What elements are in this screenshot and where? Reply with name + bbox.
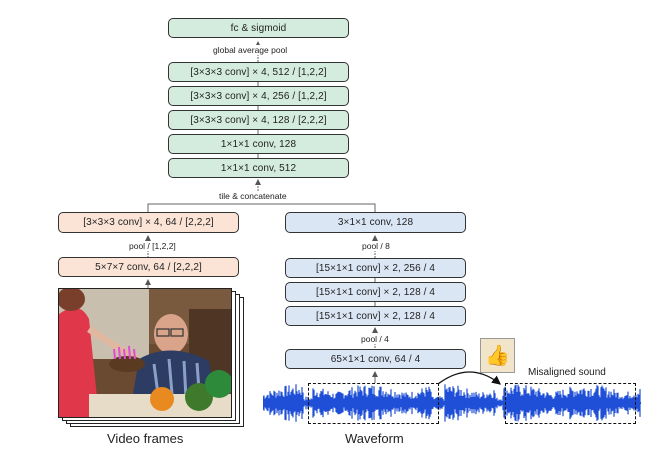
fused-block-512: [3×3×3 conv] × 4, 512 / [1,2,2]	[168, 62, 349, 82]
thumbs-up-icon: 👍	[480, 338, 515, 373]
fused-conv-512: 1×1×1 conv, 512	[168, 158, 349, 178]
fused-block-128: [3×3×3 conv] × 4, 128 / [2,2,2]	[168, 110, 349, 130]
audio-block-256: [15×1×1 conv] × 2, 256 / 4	[285, 258, 466, 278]
aligned-window	[308, 383, 439, 424]
misaligned-sound-label: Misaligned sound	[527, 367, 607, 378]
audio-block-128a: [15×1×1 conv] × 2, 128 / 4	[285, 282, 466, 302]
video-conv1-block: 5×7×7 conv, 64 / [2,2,2]	[58, 257, 239, 277]
video-conv2-block: [3×3×3 conv] × 4, 64 / [2,2,2]	[58, 212, 239, 233]
arrow-audio-merge	[258, 203, 376, 212]
audio-block-128b: [15×1×1 conv] × 2, 128 / 4	[285, 306, 466, 326]
shift-arrow	[437, 371, 502, 385]
audio-conv-top: 3×1×1 conv, 128	[285, 212, 466, 233]
audio-pool4-label: pool / 4	[360, 334, 390, 344]
tile-concat-label: tile & concatenate	[218, 191, 288, 201]
misaligned-window	[505, 383, 636, 424]
video-frames-caption: Video frames	[107, 431, 184, 446]
arrow-video-merge	[147, 203, 258, 212]
audio-pool8-label: pool / 8	[361, 241, 391, 251]
fc-sigmoid-block: fc & sigmoid	[168, 18, 349, 38]
waveform	[262, 383, 641, 423]
fused-conv-128: 1×1×1 conv, 128	[168, 134, 349, 154]
waveform-caption: Waveform	[345, 431, 404, 446]
global-pool-label: global average pool	[212, 45, 289, 55]
audio-conv1-block: 65×1×1 conv, 64 / 4	[285, 349, 466, 369]
video-pool-label: pool / [1,2,2]	[128, 241, 177, 251]
video-frame-image	[58, 288, 232, 418]
fused-block-256: [3×3×3 conv] × 4, 256 / [1,2,2]	[168, 86, 349, 106]
